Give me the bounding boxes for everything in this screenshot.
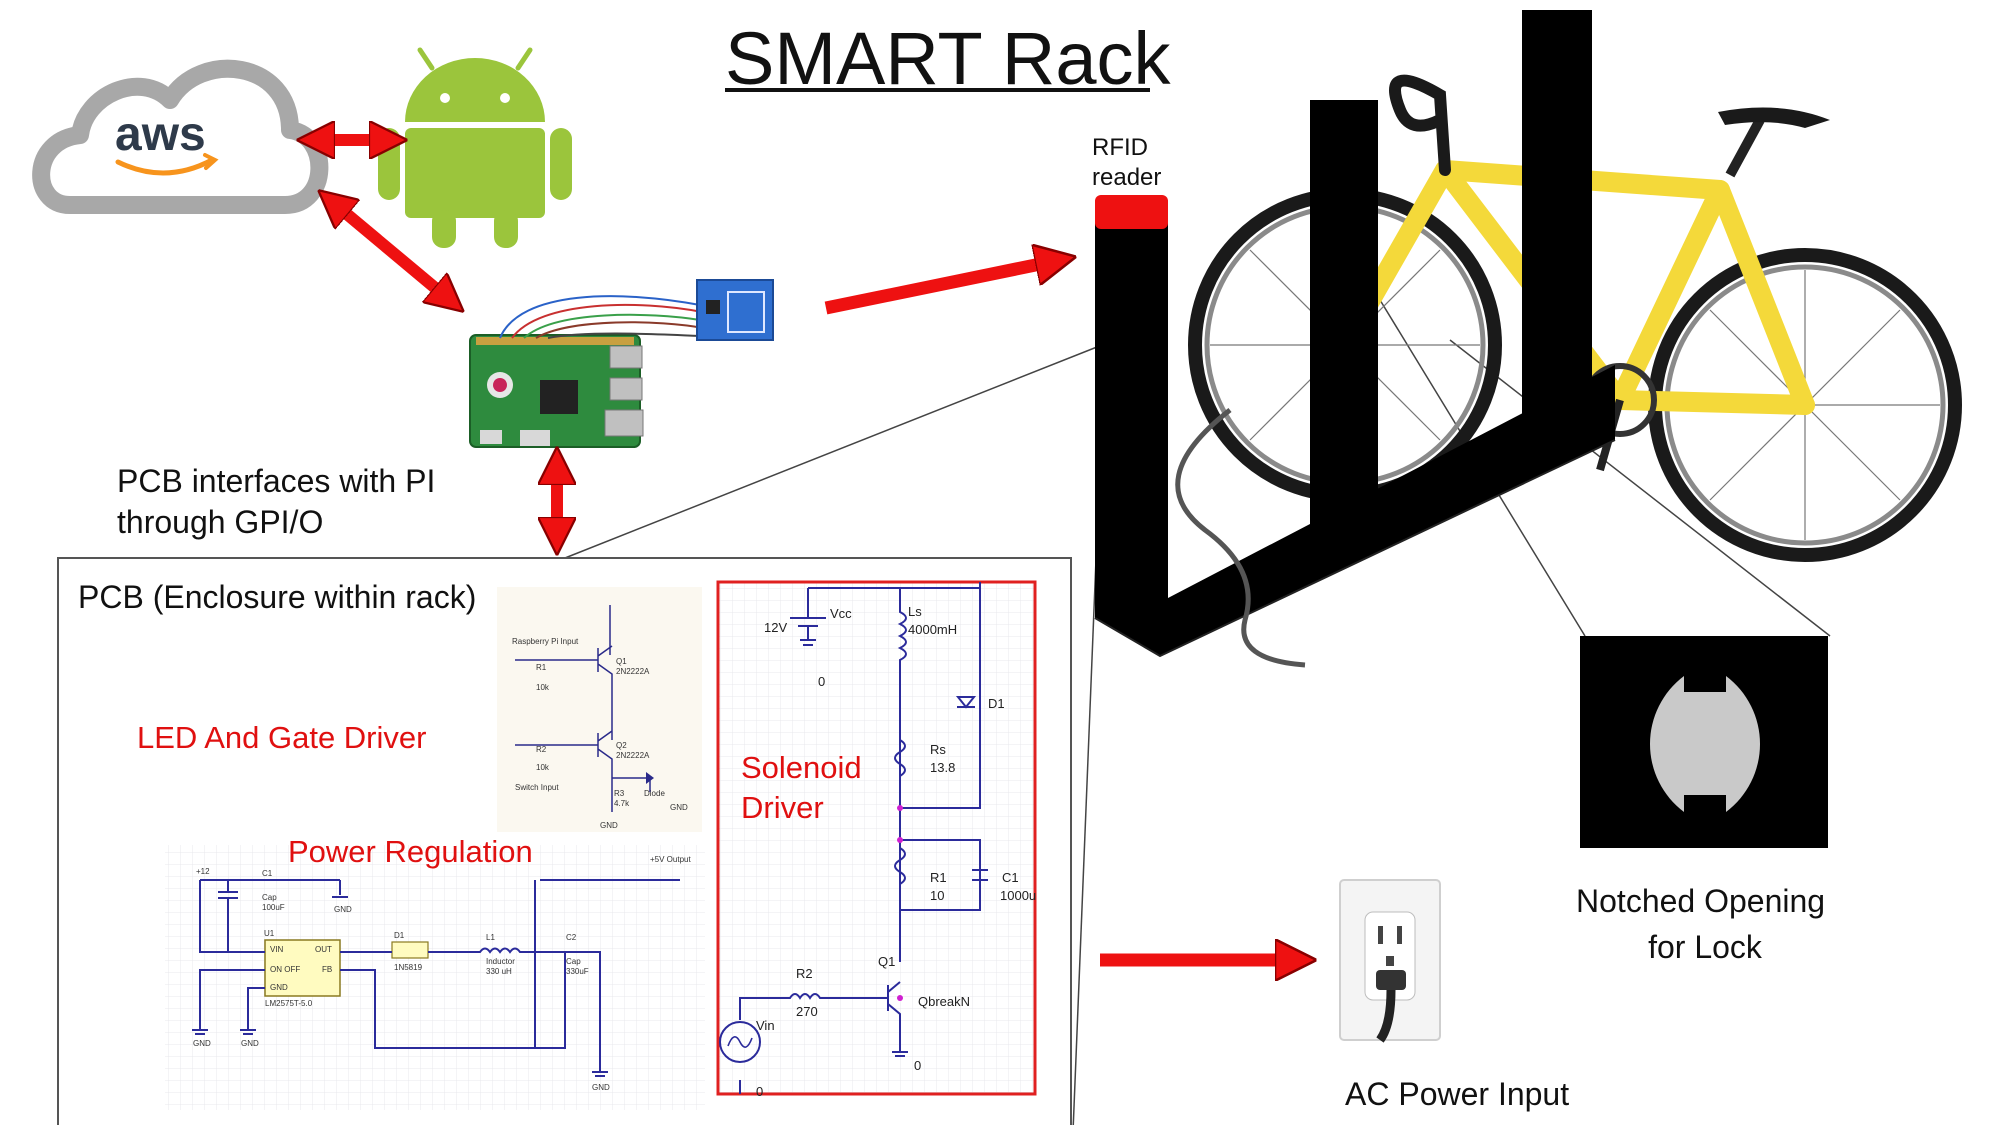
sol-vcc: Vcc <box>830 606 852 621</box>
notched-opening-line2: for Lock <box>1648 929 1763 965</box>
notched-opening-line1: Notched Opening <box>1576 883 1825 919</box>
pwr-pin-onoff: ON OFF <box>270 965 300 974</box>
sol-q1-model: QbreakN <box>918 994 970 1009</box>
sol-ground-1: 0 <box>818 674 825 689</box>
pi-rfid-wires <box>499 295 704 339</box>
aws-pi-arrow <box>330 200 452 302</box>
rfid-reader-label: RFID reader <box>1092 134 1161 191</box>
sol-r2-name: R2 <box>796 966 813 981</box>
led-r2: R2 <box>536 745 547 754</box>
pi-rack-arrow <box>824 260 1060 315</box>
aws-smile <box>115 157 215 176</box>
pwr-c2: C2 <box>566 933 577 942</box>
led-r3-value: 4.7k <box>614 799 630 808</box>
sol-ground-3: 0 <box>756 1084 763 1099</box>
sol-c1-name: C1 <box>1002 870 1019 885</box>
pwr-c1: C1 <box>262 869 273 878</box>
aws-cloud-icon: aws <box>32 59 329 214</box>
pwr-output: +5V Output <box>650 855 691 864</box>
pwr-gnd-3: GND <box>592 1083 610 1092</box>
page-title: SMART Rack <box>725 17 1171 100</box>
pwr-c1-type: Cap <box>262 893 277 902</box>
pwr-d1-part: 1N5819 <box>394 963 423 972</box>
pwr-c2-value: 330uF <box>566 967 589 976</box>
pwr-d1: D1 <box>394 931 405 940</box>
solenoid-driver-line2: Driver <box>741 790 824 825</box>
sol-r2-value: 270 <box>796 1004 818 1019</box>
led-switch-input: Switch Input <box>515 783 559 792</box>
pwr-l1-value: 330 uH <box>486 967 512 976</box>
sol-inductor-value: 4000mH <box>908 622 957 637</box>
sol-diode: D1 <box>988 696 1005 711</box>
led-q2: Q2 <box>616 741 627 750</box>
rack-callout-line-top <box>564 344 1103 559</box>
led-gnd-2: GND <box>670 803 688 812</box>
sol-c1-value: 1000u <box>1000 888 1036 903</box>
lock-notch-icon <box>1580 636 1828 848</box>
pwr-c1-value: 100uF <box>262 903 285 912</box>
sol-v-source: 12V <box>764 620 787 635</box>
sol-q1-name: Q1 <box>878 954 895 969</box>
rack-power-cable <box>1175 408 1306 668</box>
pwr-gnd-top: GND <box>334 905 352 914</box>
power-regulation-label: Power Regulation <box>288 834 533 869</box>
solenoid-driver-schematic: 12V Vcc 0 Ls 4000mH D1 Rs 13.8 R1 10 C1 … <box>716 580 1037 1099</box>
notched-opening-label: Notched Opening for Lock <box>1576 883 1834 965</box>
pcb-enclosure-label: PCB (Enclosure within rack) <box>78 579 476 615</box>
pwr-ic-part: LM2575T-5.0 <box>265 999 313 1008</box>
led-r2-value: 10k <box>536 763 550 772</box>
led-q1: Q1 <box>616 657 627 666</box>
lock-callout-line-right <box>1449 339 1831 637</box>
led-q1-part: 2N2222A <box>616 667 650 676</box>
pcb-interfaces-label: PCB interfaces with PI through GPI/O <box>117 463 444 540</box>
sol-rs-value: 13.8 <box>930 760 955 775</box>
led-r3: R3 <box>614 789 625 798</box>
led-q2-part: 2N2222A <box>616 751 650 760</box>
raspberry-pi-icon <box>469 334 644 448</box>
sol-ground-2: 0 <box>914 1058 921 1073</box>
sol-r1-name: R1 <box>930 870 947 885</box>
led-r1-value: 10k <box>536 683 550 692</box>
sol-r1-value: 10 <box>930 888 944 903</box>
led-rpi-input: Raspberry Pi Input <box>512 637 579 646</box>
solenoid-driver-line1: Solenoid <box>741 750 862 785</box>
android-icon <box>378 47 572 248</box>
pwr-gnd-2: GND <box>241 1039 259 1048</box>
ac-power-label: AC Power Input <box>1345 1076 1569 1112</box>
pwr-l1-type: Inductor <box>486 957 515 966</box>
led-driver-label: LED And Gate Driver <box>137 720 426 755</box>
bike-rack <box>1094 10 1616 658</box>
rfid-module-icon <box>696 279 774 341</box>
pwr-pin-out: OUT <box>315 945 332 954</box>
led-r1: R1 <box>536 663 547 672</box>
pwr-v12: +12 <box>196 867 210 876</box>
ac-outlet-icon <box>1339 879 1441 1043</box>
pwr-gnd-1: GND <box>193 1039 211 1048</box>
sol-inductor-name: Ls <box>908 604 922 619</box>
pwr-l1: L1 <box>486 933 495 942</box>
pwr-pin-vin: VIN <box>270 945 284 954</box>
pwr-c2-type: Cap <box>566 957 581 966</box>
pwr-pin-gnd: GND <box>270 983 288 992</box>
pcb-interfaces-line1: PCB interfaces with PI <box>117 463 435 499</box>
led-driver-schematic: Raspberry Pi Input Switch Input R1 10k R… <box>497 587 702 832</box>
rfid-reader-pad <box>1095 195 1168 229</box>
power-regulation-schematic: +12 C1 Cap 100uF GND U1 VIN OUT ON OFF F… <box>165 845 705 1110</box>
pwr-u1: U1 <box>264 929 275 938</box>
aws-logo-text: aws <box>115 108 206 161</box>
pwr-pin-fb: FB <box>322 965 332 974</box>
sol-rs-name: Rs <box>930 742 946 757</box>
led-diode: Diode <box>644 789 665 798</box>
led-gnd-1: GND <box>600 821 618 830</box>
pcb-interfaces-line2: through GPI/O <box>117 504 323 540</box>
sol-vin: Vin <box>756 1018 775 1033</box>
solenoid-driver-label: Solenoid Driver <box>741 750 870 825</box>
